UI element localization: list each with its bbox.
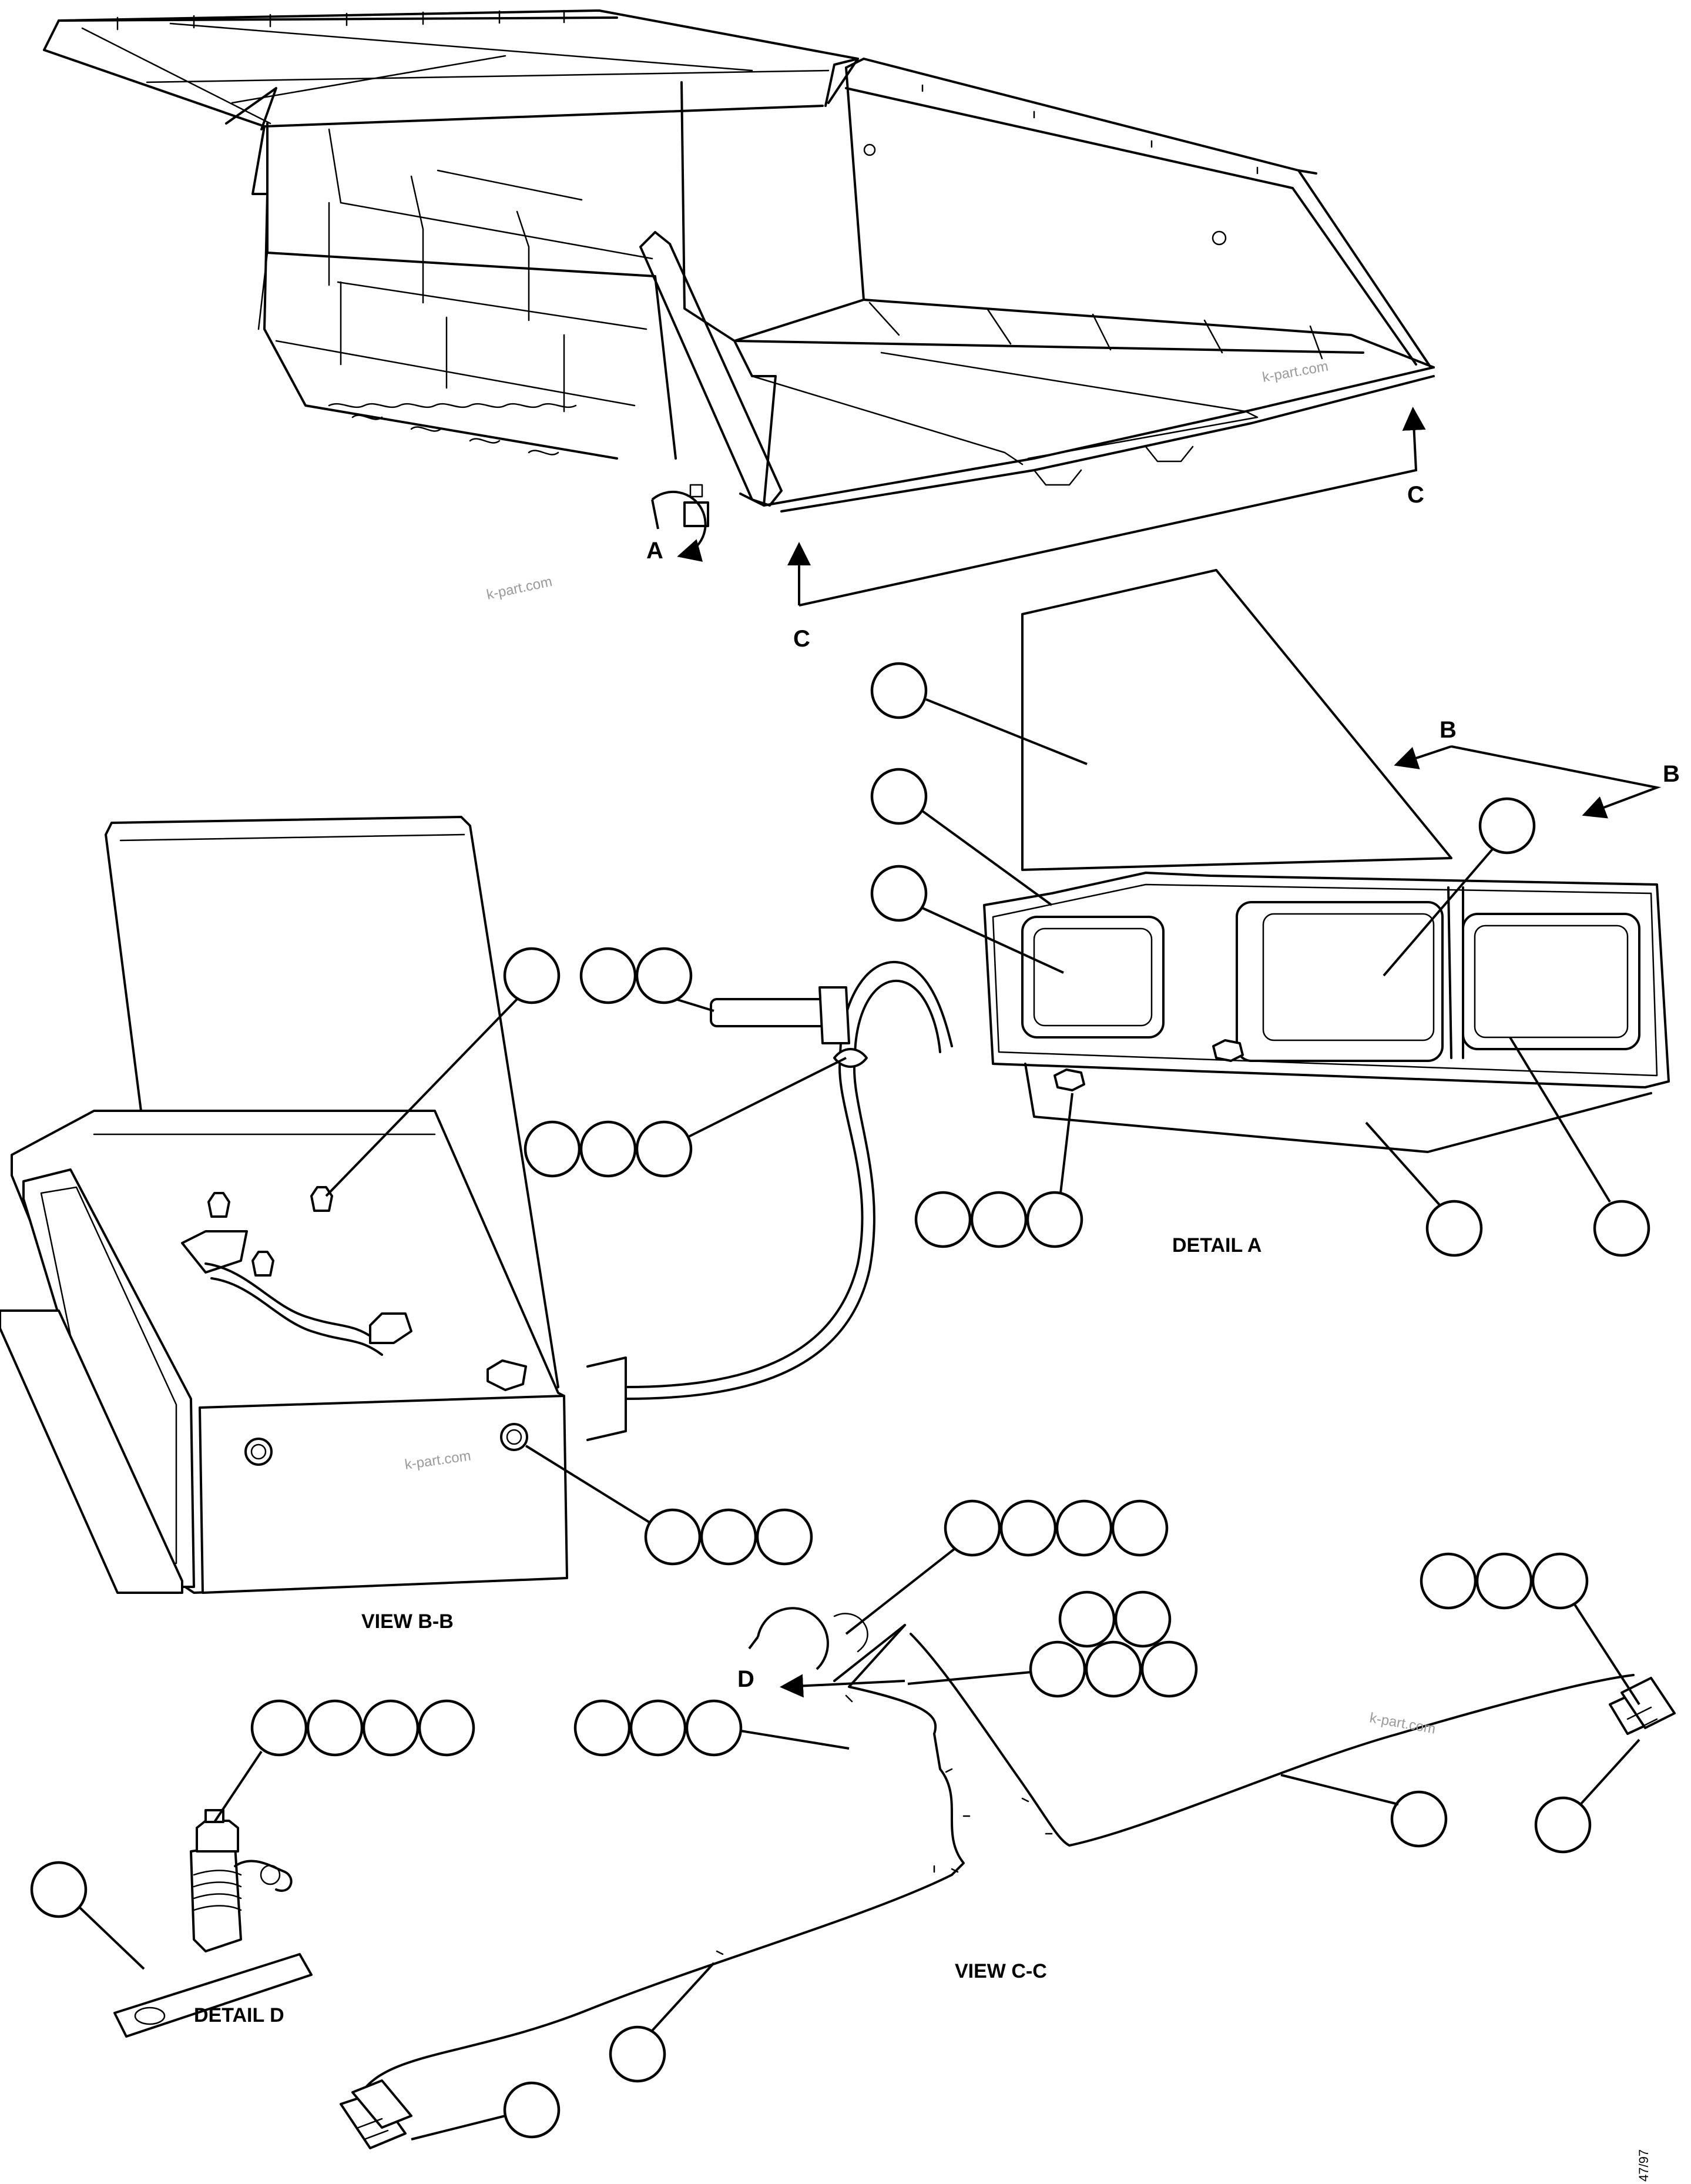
callout-bubble xyxy=(524,1120,581,1178)
callout-bubble xyxy=(503,947,561,1004)
callout-bubble xyxy=(1531,1552,1589,1610)
callout-bubble xyxy=(1029,1640,1086,1698)
callout-bubble xyxy=(635,947,693,1004)
detail-d-connector: DETAIL D xyxy=(30,1699,475,2038)
watermark-2: k-part.com xyxy=(485,574,553,603)
callout-bubble xyxy=(362,1699,420,1757)
callout-bubble xyxy=(629,1699,687,1757)
callout-bubble xyxy=(635,1120,693,1178)
callout-bubble xyxy=(503,2081,561,2139)
callout-bubble xyxy=(1114,1590,1172,1648)
callout-bubble xyxy=(1140,1640,1198,1698)
callout-bubble xyxy=(1026,1191,1083,1248)
view-d-label: D xyxy=(737,1666,754,1692)
callout-bubble xyxy=(306,1699,364,1757)
view-bb-light-box: k-part.com VIEW B-B xyxy=(0,816,953,1633)
detail-a-caption: DETAIL A xyxy=(1172,1234,1261,1257)
view-cc-caption: VIEW C-C xyxy=(955,1960,1047,1982)
callout-bubble xyxy=(1534,1796,1592,1854)
callout-bubble xyxy=(1475,1552,1533,1610)
view-b-label-left: B xyxy=(1440,717,1457,743)
callout-bubble xyxy=(685,1699,743,1757)
view-c-label-right: C xyxy=(1407,482,1424,508)
callout-bubble xyxy=(870,662,928,719)
callout-bubble xyxy=(870,768,928,825)
callout-bubble xyxy=(1420,1552,1477,1610)
callout-bubble xyxy=(944,1499,1001,1557)
callout-bubble xyxy=(1593,1200,1650,1257)
callout-bubble xyxy=(700,1508,757,1566)
callout-bubble xyxy=(1111,1499,1169,1557)
view-c-label-left: C xyxy=(793,626,810,652)
callout-bubble xyxy=(609,2025,666,2083)
callout-bubble xyxy=(579,1120,637,1178)
callout-bubble xyxy=(250,1699,308,1757)
callout-bubble xyxy=(914,1191,972,1248)
view-bb-caption: VIEW B-B xyxy=(361,1610,454,1633)
callout-bubble xyxy=(999,1499,1057,1557)
callout-bubble xyxy=(870,865,928,922)
callout-bubble xyxy=(1425,1200,1483,1257)
callout-bubble xyxy=(418,1699,475,1757)
drawing-number: 47/97 xyxy=(1636,2149,1651,2182)
view-a-label: A xyxy=(646,538,663,564)
callout-bubble xyxy=(30,1861,88,1918)
view-cc-wire-harness: D k-part.com VIEW C-C xyxy=(340,1499,1676,2149)
view-b-label-right: B xyxy=(1663,761,1680,787)
callout-bubble xyxy=(1058,1590,1116,1648)
callout-bubble xyxy=(1478,797,1536,855)
callout-bubble xyxy=(756,1508,813,1566)
detail-d-caption: DETAIL D xyxy=(194,2004,284,2026)
dump-body-illustration: A C C k-part.com k-part.com xyxy=(43,9,1435,652)
callout-bubble xyxy=(970,1191,1028,1248)
detail-a-light-assembly: B B DETAIL A xyxy=(870,569,1680,1257)
callout-bubble xyxy=(1055,1499,1113,1557)
watermark-1: k-part.com xyxy=(1261,359,1329,386)
callout-bubble xyxy=(644,1508,702,1566)
callout-bubble xyxy=(1085,1640,1142,1698)
callout-bubble xyxy=(579,947,637,1004)
callout-bubble xyxy=(573,1699,631,1757)
callout-bubble xyxy=(1390,1790,1448,1848)
